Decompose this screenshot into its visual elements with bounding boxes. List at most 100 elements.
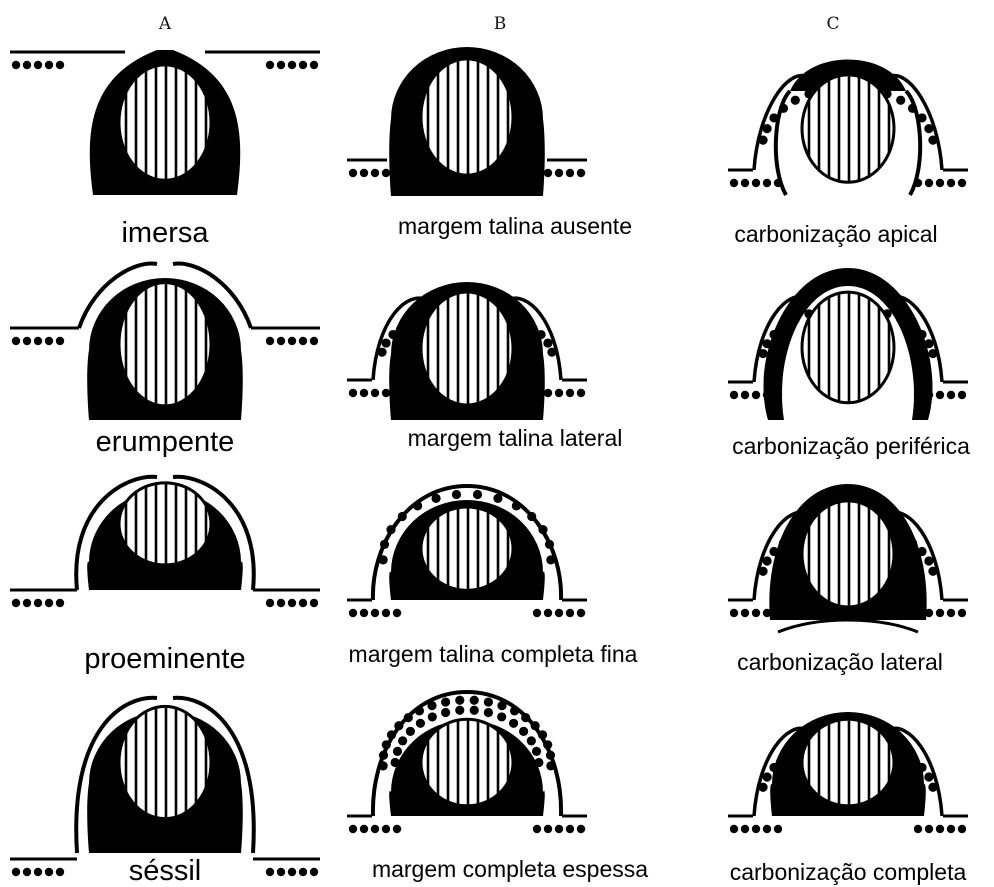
exciple-outline-right: [906, 91, 920, 195]
algal-dot: [544, 169, 552, 177]
algal-dot: [56, 868, 64, 876]
algal-dot: [936, 391, 944, 399]
algal-dot: [958, 825, 966, 833]
algal-dot: [45, 868, 53, 876]
column-b: B margem talina ausente margem talina la…: [347, 14, 648, 882]
algal-dot: [404, 713, 413, 722]
algal-dot: [497, 712, 506, 721]
algal-dot: [519, 727, 528, 736]
algal-dot: [393, 825, 401, 833]
algal-dot: [924, 556, 933, 565]
algal-dot: [56, 599, 64, 607]
algal-dot: [266, 868, 274, 876]
algal-dot: [416, 719, 425, 728]
algal-dot: [730, 179, 738, 187]
algal-dot: [277, 599, 285, 607]
algal-dot: [896, 96, 905, 105]
algal-dot: [538, 525, 547, 534]
algal-dot: [546, 761, 555, 770]
algal-dot: [752, 609, 760, 617]
algal-dot: [379, 761, 388, 770]
panel-proeminente: [10, 477, 320, 607]
algal-dot: [382, 825, 390, 833]
caption-proeminente: proeminente: [84, 643, 245, 675]
algal-dot: [763, 179, 771, 187]
algal-dot: [45, 61, 53, 69]
algal-dot: [555, 169, 563, 177]
column-a: A imersa erumpente proeminente séssil: [10, 14, 320, 887]
algal-dot: [45, 337, 53, 345]
algal-dot: [924, 772, 933, 781]
algal-dot: [310, 61, 318, 69]
algal-dot: [23, 337, 31, 345]
algal-dot: [441, 708, 450, 717]
caption-imersa: imersa: [121, 217, 209, 249]
algal-dot: [360, 825, 368, 833]
algal-dot: [758, 783, 767, 792]
algal-dot: [555, 825, 563, 833]
algal-dot: [349, 389, 357, 397]
column-heading-a: A: [158, 14, 172, 34]
algal-dot: [510, 706, 519, 715]
algal-dot: [547, 348, 556, 357]
algal-dot: [427, 701, 436, 710]
algal-dot: [349, 169, 357, 177]
algal-dot: [958, 179, 966, 187]
algal-dot: [387, 730, 396, 739]
algal-dot: [12, 599, 20, 607]
algal-dot: [730, 609, 738, 617]
algal-dot: [741, 609, 749, 617]
algal-dot: [577, 825, 585, 833]
algal-dot: [752, 179, 760, 187]
algal-dot: [521, 713, 530, 722]
caption-margem-talina-lateral: margem talina lateral: [408, 425, 623, 451]
algal-dot: [431, 494, 440, 503]
algal-dot: [299, 61, 307, 69]
column-heading-b: B: [494, 14, 507, 34]
column-heading-c: C: [826, 14, 839, 34]
algal-dot: [377, 348, 386, 357]
algal-dot: [455, 706, 464, 715]
algal-dot: [533, 609, 541, 617]
algal-dot: [360, 609, 368, 617]
algal-dot: [763, 825, 771, 833]
algal-dot: [360, 169, 368, 177]
algal-dot: [544, 609, 552, 617]
algal-dot: [393, 747, 402, 756]
algal-dot: [758, 567, 767, 576]
algal-dot: [349, 825, 357, 833]
algal-dot: [310, 599, 318, 607]
algal-dot: [379, 751, 388, 760]
algal-dot: [928, 567, 937, 576]
algal-dot: [299, 337, 307, 345]
algal-dot: [277, 868, 285, 876]
algal-dot: [924, 124, 933, 133]
algal-dot: [371, 825, 379, 833]
algal-dot: [34, 61, 42, 69]
algal-dot: [958, 609, 966, 617]
algal-dot: [380, 540, 389, 549]
algal-dot: [56, 337, 64, 345]
algal-dot: [762, 772, 771, 781]
algal-dot: [555, 609, 563, 617]
algal-dot: [509, 719, 518, 728]
algal-dot: [752, 391, 760, 399]
algal-dot: [914, 825, 922, 833]
algal-dot: [360, 389, 368, 397]
algal-dot: [577, 389, 585, 397]
algal-dot: [455, 696, 464, 705]
algal-dot: [470, 696, 479, 705]
algal-dot: [415, 706, 424, 715]
algal-dot: [752, 825, 760, 833]
caption-carbonizacao-periferica: carbonização periférica: [732, 433, 970, 459]
algal-dot: [730, 825, 738, 833]
algal-dot: [12, 868, 20, 876]
algal-dot: [394, 721, 403, 730]
algal-dot: [543, 740, 552, 749]
algal-dot: [428, 712, 437, 721]
algal-dot: [936, 825, 944, 833]
algal-dot: [34, 337, 42, 345]
caption-margem-talina-completa-fina: margem talina completa fina: [349, 641, 638, 667]
panel-margem-talina-completa-fina: [347, 486, 587, 617]
algal-dot: [947, 391, 955, 399]
